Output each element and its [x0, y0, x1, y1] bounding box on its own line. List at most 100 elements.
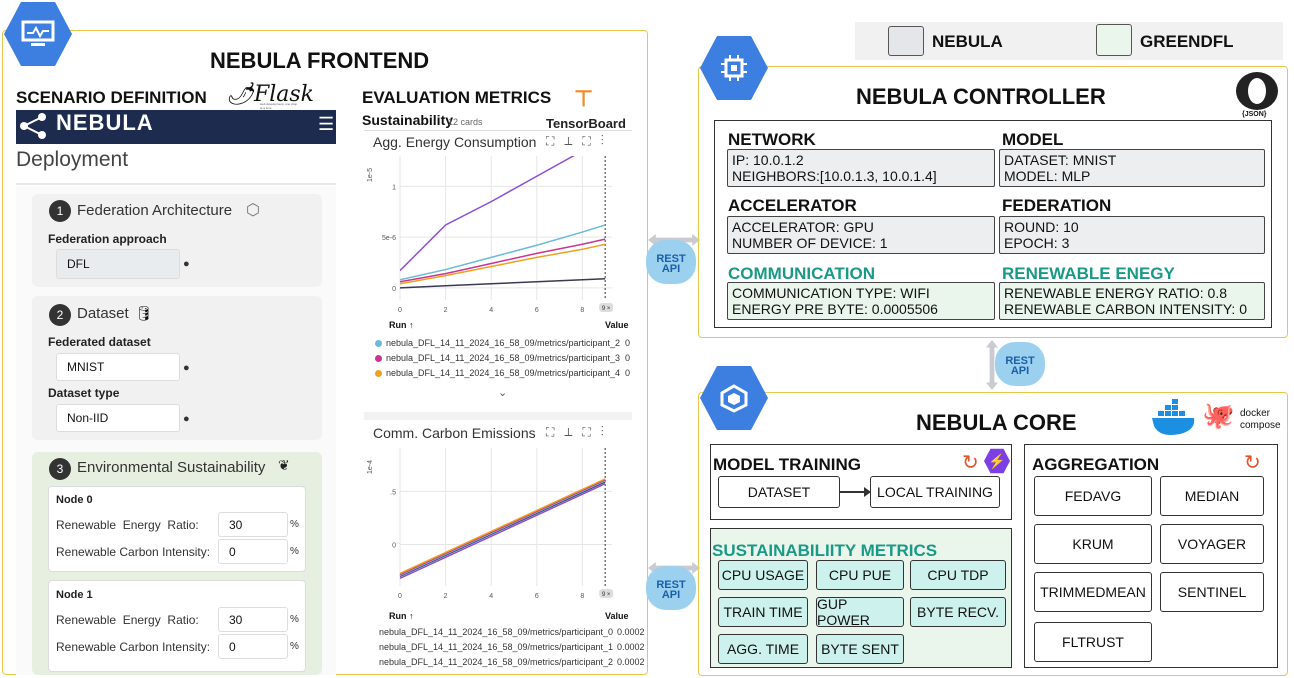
database-icon: 🛢: [135, 305, 153, 321]
metric-chip: CPU USAGE: [718, 560, 808, 590]
controller-title: NEBULA CONTROLLER: [856, 84, 1106, 109]
carbon-intensity-label: Renewable Carbon Intensity:: [56, 640, 211, 654]
x-tick-label: 2: [444, 307, 448, 314]
x-tick-label: 6: [535, 593, 539, 600]
legend-run-name: nebula_DFL_14_11_2024_16_58_09/metrics/p…: [386, 353, 621, 363]
y-tick-label: 1: [392, 184, 396, 191]
legend-row[interactable]: nebula_DFL_14_11_2024_16_58_09/metrics/p…: [375, 642, 645, 652]
chart-title: Comm. Carbon Emissions: [373, 425, 536, 441]
legend-bar: [855, 22, 1283, 60]
y-tick-label: .5: [390, 489, 396, 496]
metric-chip: CPU TDP: [910, 560, 1006, 590]
metric-chip: BYTE SENT: [816, 634, 904, 664]
api-label: API: [661, 263, 681, 275]
dataset-type-select[interactable]: Non-IID: [56, 404, 180, 432]
legend-greendfl-label: GREENDFL: [1140, 32, 1234, 51]
chart-toolbar[interactable]: ⛶⊥⛶⋮: [546, 425, 614, 439]
percent-unit: %: [290, 641, 299, 652]
legend-dot: [375, 339, 382, 347]
renewable-ratio-input[interactable]: 30: [218, 607, 288, 632]
energy-per-byte: ENERGY PRE BYTE: 0.0005506: [732, 301, 938, 317]
legend-row[interactable]: nebula_DFL_14_11_2024_16_58_09/metrics/p…: [375, 627, 645, 637]
hamburger-menu-icon[interactable]: ☰: [318, 114, 335, 134]
info-icon[interactable]: ●: [183, 258, 190, 270]
carbon-intensity-input[interactable]: 0: [218, 539, 288, 564]
renewable-ratio-label: Renewable Energy Ratio:: [56, 613, 199, 627]
aggregator-chip: FLTRUST: [1034, 622, 1152, 662]
page-divider: [16, 183, 336, 185]
legend-value: 0: [624, 338, 630, 348]
series-line: [400, 238, 606, 283]
rest-label: REST: [656, 253, 686, 265]
series-line: [399, 479, 606, 576]
y-tick-label: 5e-6: [382, 235, 396, 242]
tensorboard-logo: TensorBoard: [546, 116, 626, 131]
renewable-ratio: RENEWABLE ENERGY RATIO: 0.8: [1004, 285, 1228, 301]
x-tick-label: 8: [580, 307, 584, 314]
renewable-title: RENEWABLE ENEGY: [1002, 264, 1175, 283]
info-icon[interactable]: ●: [183, 413, 190, 425]
chevron-down-icon[interactable]: ⌄: [498, 387, 508, 399]
legend-value: 0.0002: [617, 642, 645, 652]
step-number: 2: [49, 304, 71, 326]
step-badge: [599, 303, 614, 312]
percent-unit: %: [290, 546, 299, 557]
y-tick-label: 0: [392, 286, 396, 293]
dataset-step: DATASET: [718, 476, 840, 508]
legend-run-name: nebula_DFL_14_11_2024_16_58_09/metrics/p…: [386, 338, 621, 348]
network-title: NETWORK: [728, 130, 816, 149]
step-badge: [599, 589, 614, 598]
metric-chip: TRAIN TIME: [718, 597, 808, 627]
series-line: [399, 481, 606, 578]
carbon-intensity-input[interactable]: 0: [218, 634, 288, 659]
communication-type: COMMUNICATION TYPE: WIFI: [732, 285, 930, 301]
step-badge-label: 9 ×: [602, 306, 611, 312]
legend-row[interactable]: nebula_DFL_14_11_2024_16_58_09/metrics/p…: [375, 368, 630, 378]
local-training-step: LOCAL TRAINING: [870, 476, 1000, 508]
aggregation-title: AGGREGATION: [1032, 455, 1160, 474]
federated-dataset-select[interactable]: MNIST: [56, 353, 180, 381]
federation-epoch: EPOCH: 3: [1004, 235, 1070, 251]
legend-row[interactable]: nebula_DFL_14_11_2024_16_58_09/metrics/p…: [375, 353, 630, 363]
octopus-icon: 🐙: [1202, 400, 1235, 430]
node-title: Node 1: [56, 589, 93, 601]
y-axis-label: 1e-5: [367, 168, 374, 182]
node-title: Node 0: [56, 494, 93, 506]
legend-value: 0: [624, 353, 630, 363]
legend-row[interactable]: nebula_DFL_14_11_2024_16_58_09/metrics/p…: [375, 338, 630, 348]
federation-approach-select[interactable]: DFL: [56, 249, 180, 279]
run-header: Run ↑: [389, 611, 414, 621]
arrow-connector: [840, 491, 868, 493]
info-icon[interactable]: ●: [183, 362, 190, 374]
metric-chip: AGG. TIME: [718, 634, 808, 664]
legend-greendfl-swatch: [1096, 24, 1132, 56]
x-tick-label: 0: [398, 593, 402, 600]
model-title: MODEL: [1002, 130, 1064, 149]
flask-tagline: web development, one drop at a time: [260, 102, 298, 110]
legend-dot: [375, 369, 382, 377]
docker-compose-label: docker compose: [1240, 408, 1281, 431]
card-title: Federation Architecture: [77, 202, 233, 219]
chart-toolbar[interactable]: ⛶⊥⛶⋮: [546, 134, 614, 148]
step-number: 3: [49, 458, 71, 480]
renewable-ratio-input[interactable]: 30: [218, 512, 288, 537]
legend-row[interactable]: nebula_DFL_14_11_2024_16_58_09/metrics/p…: [375, 657, 645, 667]
card-title: Dataset: [77, 305, 129, 322]
core-panel: [698, 392, 1288, 676]
page-title: Deployment: [16, 148, 129, 171]
metric-chip: CPU PUE: [816, 560, 904, 590]
controller-panel: [698, 66, 1288, 338]
x-tick-label: 2: [444, 593, 448, 600]
federation-title: FEDERATION: [1002, 196, 1112, 215]
value-header: Value: [605, 320, 629, 330]
app-brand[interactable]: NEBULA: [56, 110, 154, 135]
communication-title: COMMUNICATION: [728, 264, 875, 283]
legend-run-name: nebula_DFL_14_11_2024_16_58_09/metrics/p…: [386, 368, 621, 378]
leaf-icon: ❦: [278, 457, 290, 473]
model-type: MODEL: MLP: [1004, 168, 1091, 184]
